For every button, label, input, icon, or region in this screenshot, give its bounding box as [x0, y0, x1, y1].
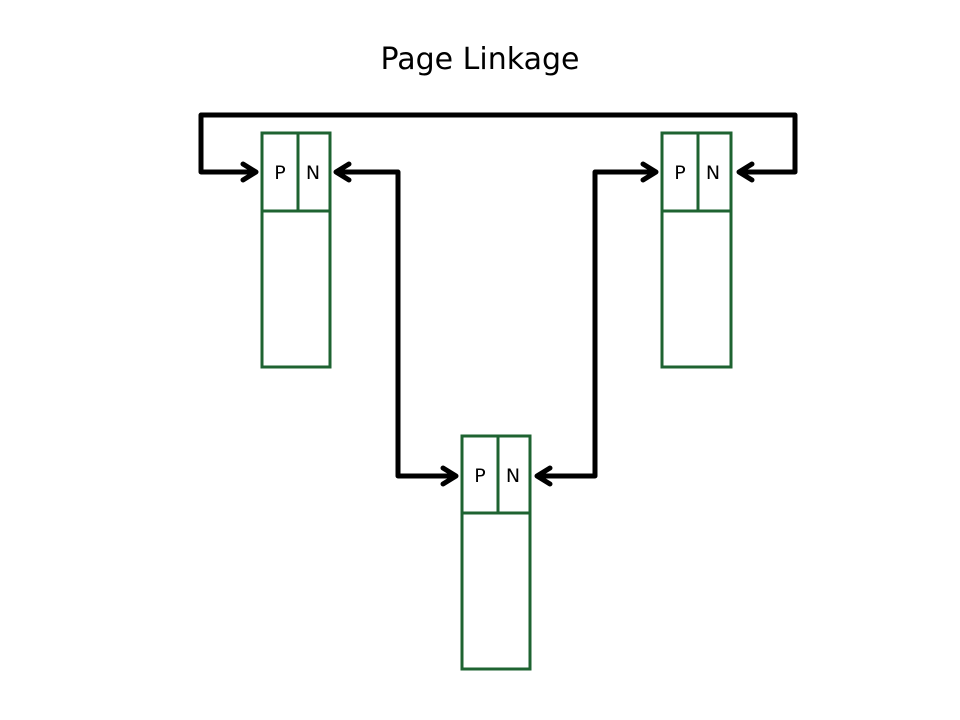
prev-pointer-label: P	[674, 162, 685, 184]
arrow-bottom-next-to-right-prev	[535, 169, 658, 479]
next-pointer-label: N	[306, 162, 320, 184]
arrowhead-left-prev	[240, 161, 259, 183]
page-bottom	[460, 434, 532, 671]
page-right	[660, 131, 733, 369]
arrow-left-prev-to-right-next	[198, 112, 798, 175]
arrowhead-left-next	[333, 161, 352, 183]
prev-pointer-label: P	[274, 162, 285, 184]
next-pointer-label: N	[706, 162, 720, 184]
page-box	[260, 131, 332, 369]
prev-pointer-label: P	[474, 465, 485, 487]
arrowhead-bottom-prev	[440, 465, 459, 487]
diagram-title: Page Linkage	[380, 42, 580, 77]
page-left	[260, 131, 332, 369]
page-box	[460, 434, 532, 671]
arrow-left-next-to-bottom-prev	[334, 169, 458, 479]
connectors	[198, 112, 798, 487]
arrowhead-right-next	[736, 161, 755, 183]
next-pointer-label: N	[506, 465, 520, 487]
arrowhead-bottom-next	[534, 465, 553, 487]
arrowhead-right-prev	[640, 161, 659, 183]
